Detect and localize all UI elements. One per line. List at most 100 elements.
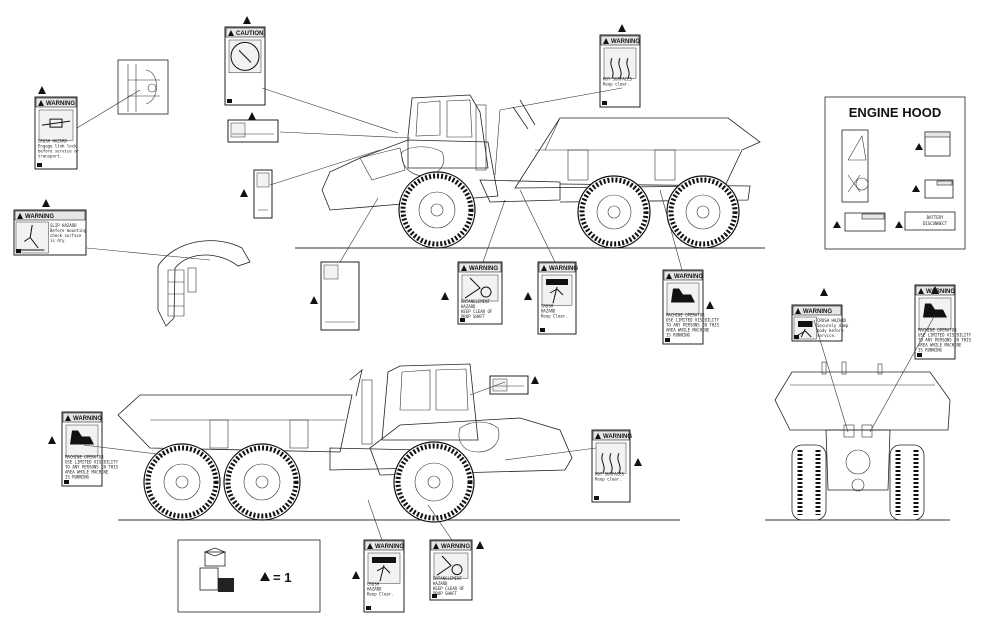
decal-small-3 — [320, 261, 360, 331]
decal-text-line: CRUSH HAZARD — [38, 138, 67, 143]
quantity-triangle-icon — [38, 86, 46, 94]
entangle-hazard-icon — [464, 277, 492, 299]
warning-icon — [65, 415, 71, 421]
decal-header: WARNING — [611, 39, 640, 45]
decal-text-line: ENTANGLEMENT — [461, 299, 490, 304]
decal-text-line: Keep clear. — [603, 81, 630, 86]
decal-text-line: TO ANY PERSONS IN THIS — [918, 337, 972, 342]
entangle-hazard-icon — [436, 555, 463, 576]
decal-header: WARNING — [375, 544, 404, 550]
quantity-triangle-icon — [310, 296, 318, 304]
quantity-triangle-icon — [240, 189, 248, 197]
legend-triangle-icon — [260, 572, 270, 581]
decal-text-line: TO ANY PERSONS IN THIS — [666, 322, 720, 327]
battery-label-line1: BATTERY — [927, 215, 944, 220]
decal-text-line: check surface — [50, 233, 82, 238]
decal-header: WARNING — [803, 309, 832, 315]
dump-truck-side-right — [117, 363, 573, 523]
warning-icon — [541, 265, 547, 271]
decal-header: WARNING — [73, 416, 102, 422]
decal-text-line: transport. — [38, 153, 62, 158]
crush-hazard-icon — [372, 557, 396, 582]
link-hazard-icon — [41, 118, 71, 128]
decal-text-line: CRUSH — [541, 303, 554, 308]
decal-text-line: IS RUNNING — [65, 474, 90, 479]
engine-hood-title: ENGINE HOOD — [849, 105, 941, 120]
decal-text-line: before service or — [38, 148, 80, 153]
hot-hazard-icon — [601, 453, 621, 474]
hot-hazard-icon — [610, 58, 630, 79]
decal-header: WARNING — [46, 101, 75, 107]
decal-text-line: service. — [817, 333, 836, 338]
crush-hazard-icon — [546, 279, 568, 304]
decal-text-line: USE LIMITED VISIBILITY — [918, 332, 972, 337]
slip-hazard-icon — [20, 224, 45, 251]
battery-label-line2: DISCONNECT — [923, 221, 948, 226]
machine-hazard-icon — [923, 303, 947, 318]
legend-text: = 1 — [273, 570, 291, 585]
decal-header: WARNING — [469, 266, 498, 272]
decal-text-line: Keep Clear. — [367, 591, 394, 596]
quantity-triangle-icon — [524, 292, 532, 300]
quantity-triangle-icon — [243, 16, 251, 24]
quantity-triangle-icon — [820, 288, 828, 296]
quantity-triangle-icon — [931, 286, 939, 294]
decal-text-line: IS RUNNING — [918, 347, 943, 352]
decal-text-line: SLIP HAZARD — [50, 223, 77, 228]
decal-text-line: CRUSH HAZARD — [817, 318, 846, 323]
decal-text-line: HAZARD — [541, 308, 556, 313]
decal-text-line: MACHINE OPERATOR — [918, 327, 957, 332]
quantity-triangle-icon — [706, 301, 714, 309]
decal-text-line: HOT SURFACES — [603, 76, 632, 81]
decal-caution-top: CAUTION — [224, 26, 266, 106]
decal-text-line: PROP SHAFT — [433, 591, 458, 596]
decal-header: WARNING — [549, 266, 578, 272]
decal-text-line: AREA WHILE MACHINE — [65, 469, 109, 474]
decal-text-line: USE LIMITED VISIBILITY — [666, 317, 720, 322]
quantity-triangle-icon — [48, 436, 56, 444]
decal-text-line: KEEP CLEAR OF — [461, 309, 493, 314]
quantity-legend: = 1 — [177, 539, 321, 613]
decal-text-line: CRUSH — [367, 581, 380, 586]
decal-header: WARNING — [25, 214, 54, 220]
decal-text-line: HOT SURFACES — [595, 471, 624, 476]
dump-truck-side-left — [321, 94, 761, 249]
quantity-triangle-icon — [618, 24, 626, 32]
decal-text-line: AREA WHILE MACHINE — [918, 342, 962, 347]
leader-lines — [76, 87, 936, 541]
quantity-triangle-icon — [441, 292, 449, 300]
warning-icon — [433, 543, 439, 549]
warning-icon — [795, 308, 801, 314]
decal-header: WARNING — [926, 289, 955, 295]
decal-text-line: MACHINE OPERATOR — [666, 312, 705, 317]
decal-text-line: body before — [817, 328, 844, 333]
decal-text-line: HAZARD — [433, 581, 448, 586]
warning-icon — [666, 273, 672, 279]
quantity-triangle-icon — [352, 571, 360, 579]
quantity-triangle-icon — [248, 112, 256, 120]
decal-text-line: MACHINE OPERATOR — [65, 454, 104, 459]
decal-text-line: Securely dump — [817, 323, 849, 328]
decal-text-line: TO ANY PERSONS IN THIS — [65, 464, 119, 469]
decal-small-4 — [489, 375, 529, 395]
decal-text-line: KEEP CLEAR OF — [433, 586, 465, 591]
warning-icon — [228, 30, 234, 36]
decal-text-line: HAZARD — [461, 304, 476, 309]
warning-icon — [17, 213, 23, 219]
fender-step-detail — [157, 240, 251, 327]
decal-text-line: Keep Clear. — [541, 313, 568, 318]
decal-header: WARNING — [674, 274, 703, 280]
decal-header: WARNING — [441, 544, 470, 550]
link-lock-detail — [117, 59, 169, 115]
quantity-triangle-icon — [531, 376, 539, 384]
decal-text-line: HAZARD — [367, 586, 382, 591]
